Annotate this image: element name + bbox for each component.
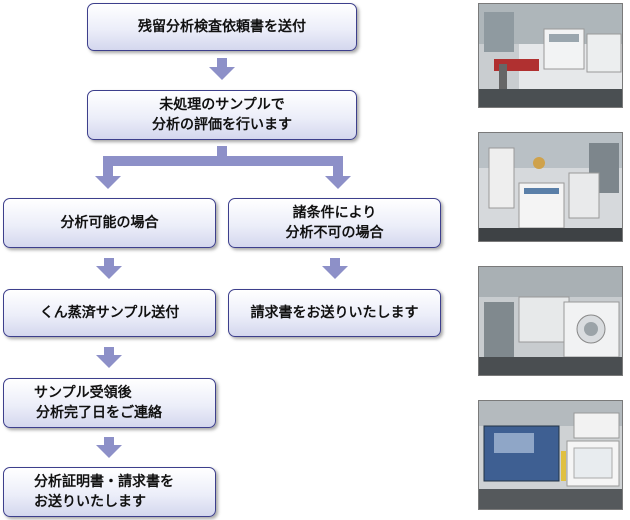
step-request-form-text: 残留分析検査依頼書を送付 [138, 19, 306, 35]
branch-possible-box: 分析可能の場合 [3, 198, 216, 248]
step-certificate-box: 分析証明書・請求書を お送りいたします [3, 467, 216, 517]
step-send-invoice-box: 請求書をお送りいたします [228, 289, 441, 337]
step-evaluation-line2: 分析の評価を行います [152, 117, 292, 133]
step-request-form-box: 残留分析検査依頼書を送付 [87, 3, 357, 51]
lab-photo-analyzer [478, 132, 623, 242]
branch-possible-text: 分析可能の場合 [60, 215, 159, 231]
step-receipt-box: サンプル受領後 分析完了日をご連絡 [3, 378, 216, 428]
step-send-sample-text: くん蒸済サンプル送付 [39, 305, 180, 321]
lab-photo-workstation [478, 400, 623, 510]
step-certificate-line2: お送りいたします [34, 494, 146, 510]
branch-impossible-box: 諸条件により 分析不可の場合 [228, 198, 441, 248]
step-receipt-line2: 分析完了日をご連絡 [36, 405, 162, 421]
step-evaluation-line1: 未処理のサンプルで [159, 97, 285, 113]
step-certificate-line1: 分析証明書・請求書を [34, 474, 174, 490]
step-send-sample-box: くん蒸済サンプル送付 [3, 289, 216, 337]
lab-photo-mass-spectrometer [478, 266, 623, 376]
lab-photo-gc-instruments [478, 3, 623, 108]
branch-impossible-line1: 諸条件により [292, 205, 377, 221]
branch-impossible-line2: 分析不可の場合 [285, 225, 384, 241]
step-evaluation-box: 未処理のサンプルで 分析の評価を行います [87, 90, 357, 140]
step-receipt-line1: サンプル受領後 [34, 385, 132, 401]
step-send-invoice-text: 請求書をお送りいたします [250, 305, 419, 321]
